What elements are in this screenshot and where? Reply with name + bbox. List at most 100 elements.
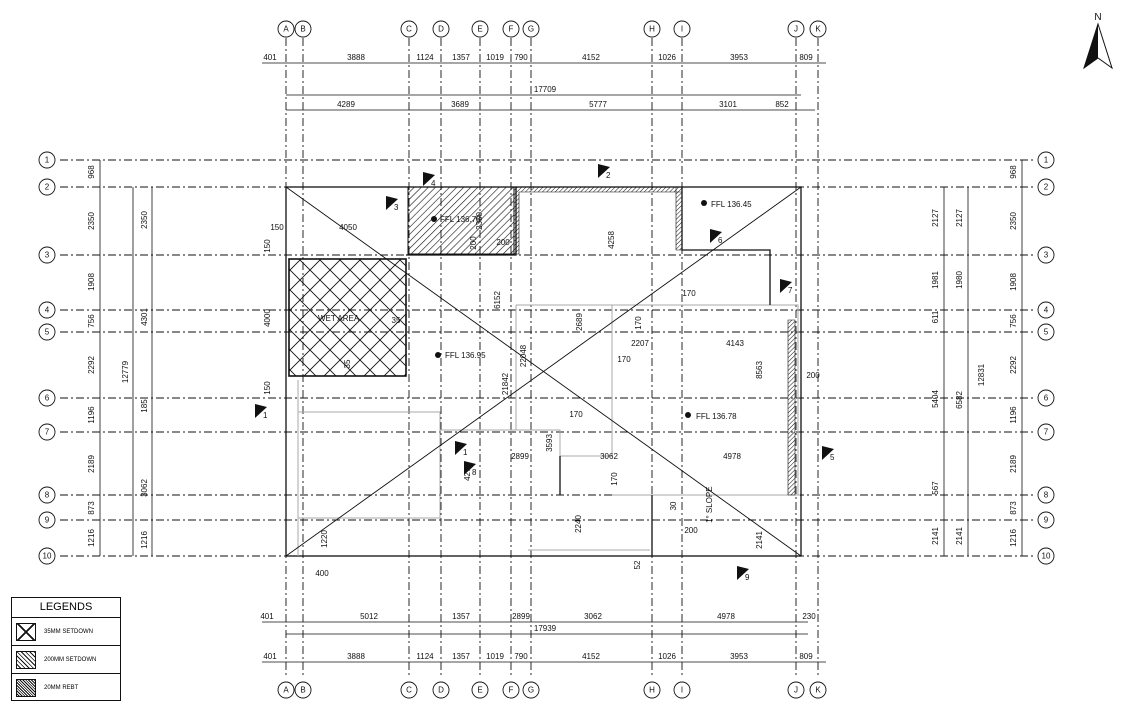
dimension-value: 2350 xyxy=(87,212,96,230)
grid-bubble xyxy=(1037,511,1055,529)
dimension-value: 2689 xyxy=(575,313,584,331)
cross-hatch-swatch-icon xyxy=(16,622,36,641)
grid-bubble xyxy=(277,681,295,699)
dimension-value: 1981 xyxy=(931,271,940,289)
dimension-value: 1216 xyxy=(87,529,96,547)
legend-box: LEGENDS 35MM SETDOWN 200MM SETDOWN 20MM … xyxy=(11,597,121,701)
dimension-value: 5777 xyxy=(589,100,607,109)
dimension-value: 3062 xyxy=(584,612,602,621)
grid-number: 3 xyxy=(45,251,50,260)
legend-item-label: 200MM SETDOWN xyxy=(44,656,97,663)
grid-letter: H xyxy=(649,25,655,34)
grid-bubble xyxy=(787,20,805,38)
dimension-value: 22048 xyxy=(519,344,528,367)
north-label: N xyxy=(1094,12,1101,23)
dimension-value: 170 xyxy=(617,355,631,364)
dimension-value: 200 xyxy=(496,238,510,247)
grid-bubble xyxy=(38,511,56,529)
dimension-value: 4978 xyxy=(717,612,735,621)
fall-flag-icon xyxy=(780,279,792,293)
dimension-value: 611 xyxy=(931,310,940,323)
dimension-value: 401 xyxy=(263,652,277,661)
grid-letter: I xyxy=(681,686,683,695)
grid-bubble xyxy=(294,681,312,699)
fall-marker-number: 7 xyxy=(788,286,793,295)
wet-area-setdown-zone xyxy=(288,258,407,377)
dimension-value: 4289 xyxy=(337,100,355,109)
grid-number: 9 xyxy=(1044,516,1049,525)
dimension-lines xyxy=(99,62,1023,663)
grid-letter: K xyxy=(815,686,821,695)
dimension-value: 1216 xyxy=(140,531,149,549)
fall-flag-icon xyxy=(455,441,467,455)
grid-number: 9 xyxy=(45,516,50,525)
dimension-total: 17939 xyxy=(534,624,557,633)
grid-number: 4 xyxy=(1044,306,1049,315)
dimension-value: 21842 xyxy=(501,372,510,395)
dimension-value: 35 xyxy=(343,359,352,368)
grid-bubble xyxy=(400,681,418,699)
grid-letter: A xyxy=(283,686,289,695)
grid-bubble xyxy=(1037,423,1055,441)
fall-marker-number: 6 xyxy=(718,236,723,245)
dimension-value: 400 xyxy=(315,569,329,578)
dimension-value: 3062 xyxy=(140,479,149,497)
grid-bubble xyxy=(1037,547,1055,565)
grid-bubble xyxy=(1037,151,1055,169)
fall-marker-number: 5 xyxy=(830,453,835,462)
grid-letter: B xyxy=(300,686,305,695)
wet-area-label: WET AREA xyxy=(318,314,360,323)
dimension-value: 4143 xyxy=(726,339,744,348)
grid-letter: C xyxy=(406,25,412,34)
grid-bubble xyxy=(1037,246,1055,264)
dimension-value: 5404 xyxy=(931,390,940,408)
grid-bubble xyxy=(38,389,56,407)
grid-number: 10 xyxy=(1042,552,1051,561)
dimension-value: 1908 xyxy=(1009,273,1018,291)
grid-bubble xyxy=(643,20,661,38)
legend-item: 35MM SETDOWN xyxy=(12,618,120,646)
fall-flag-icon xyxy=(464,461,476,475)
legend-item-label: 20MM REBT xyxy=(44,684,79,691)
dimension-value: 873 xyxy=(1009,501,1018,515)
dimension-value: 3888 xyxy=(347,53,365,62)
grid-bubble xyxy=(1037,323,1055,341)
dimension-value: 3953 xyxy=(730,652,748,661)
dimension-value: 8563 xyxy=(755,361,764,379)
fall-marker-number: 1 xyxy=(463,448,468,457)
dimension-value: 1908 xyxy=(87,273,96,291)
dimension-value: 2127 xyxy=(955,209,964,227)
grid-letter: J xyxy=(794,25,798,34)
legend-item: 200MM SETDOWN xyxy=(12,646,120,674)
grid-bubble xyxy=(400,20,418,38)
grid-bubble xyxy=(38,151,56,169)
grid-number: 10 xyxy=(43,552,52,561)
ffl-label: FFL 136.75 xyxy=(440,215,481,224)
dimension-value: 170 xyxy=(682,289,696,298)
grid-bubble xyxy=(38,178,56,196)
grid-number: 8 xyxy=(45,491,50,500)
legend-item: 20MM REBT xyxy=(12,674,120,701)
dimension-value: 2292 xyxy=(87,356,96,374)
grid-bubble xyxy=(1037,301,1055,319)
grid-bubble xyxy=(522,681,540,699)
grid-letter: B xyxy=(300,25,305,34)
dimension-value: 1220 xyxy=(320,530,329,548)
dimension-value: 170 xyxy=(634,316,643,330)
grid-bubble xyxy=(38,323,56,341)
grid-letter: I xyxy=(681,25,683,34)
grid-number: 6 xyxy=(1044,394,1049,403)
fall-marker-number: 4 xyxy=(431,179,436,188)
grid-bubble xyxy=(1037,486,1055,504)
dimension-value: 401 xyxy=(263,53,277,62)
dimension-value: 4301 xyxy=(140,308,149,326)
dimension-value: 873 xyxy=(87,501,96,515)
dimension-value: 4000 xyxy=(263,309,272,327)
room-labels: WET AREA FFL 136.75 FFL 136.45 FFL 136.9… xyxy=(318,200,752,523)
fall-flag-icon xyxy=(255,404,267,418)
grid-letter: E xyxy=(477,686,482,695)
dimension-value: 2189 xyxy=(87,455,96,473)
dimension-value: 1019 xyxy=(486,652,504,661)
grid-number: 2 xyxy=(1044,183,1049,192)
